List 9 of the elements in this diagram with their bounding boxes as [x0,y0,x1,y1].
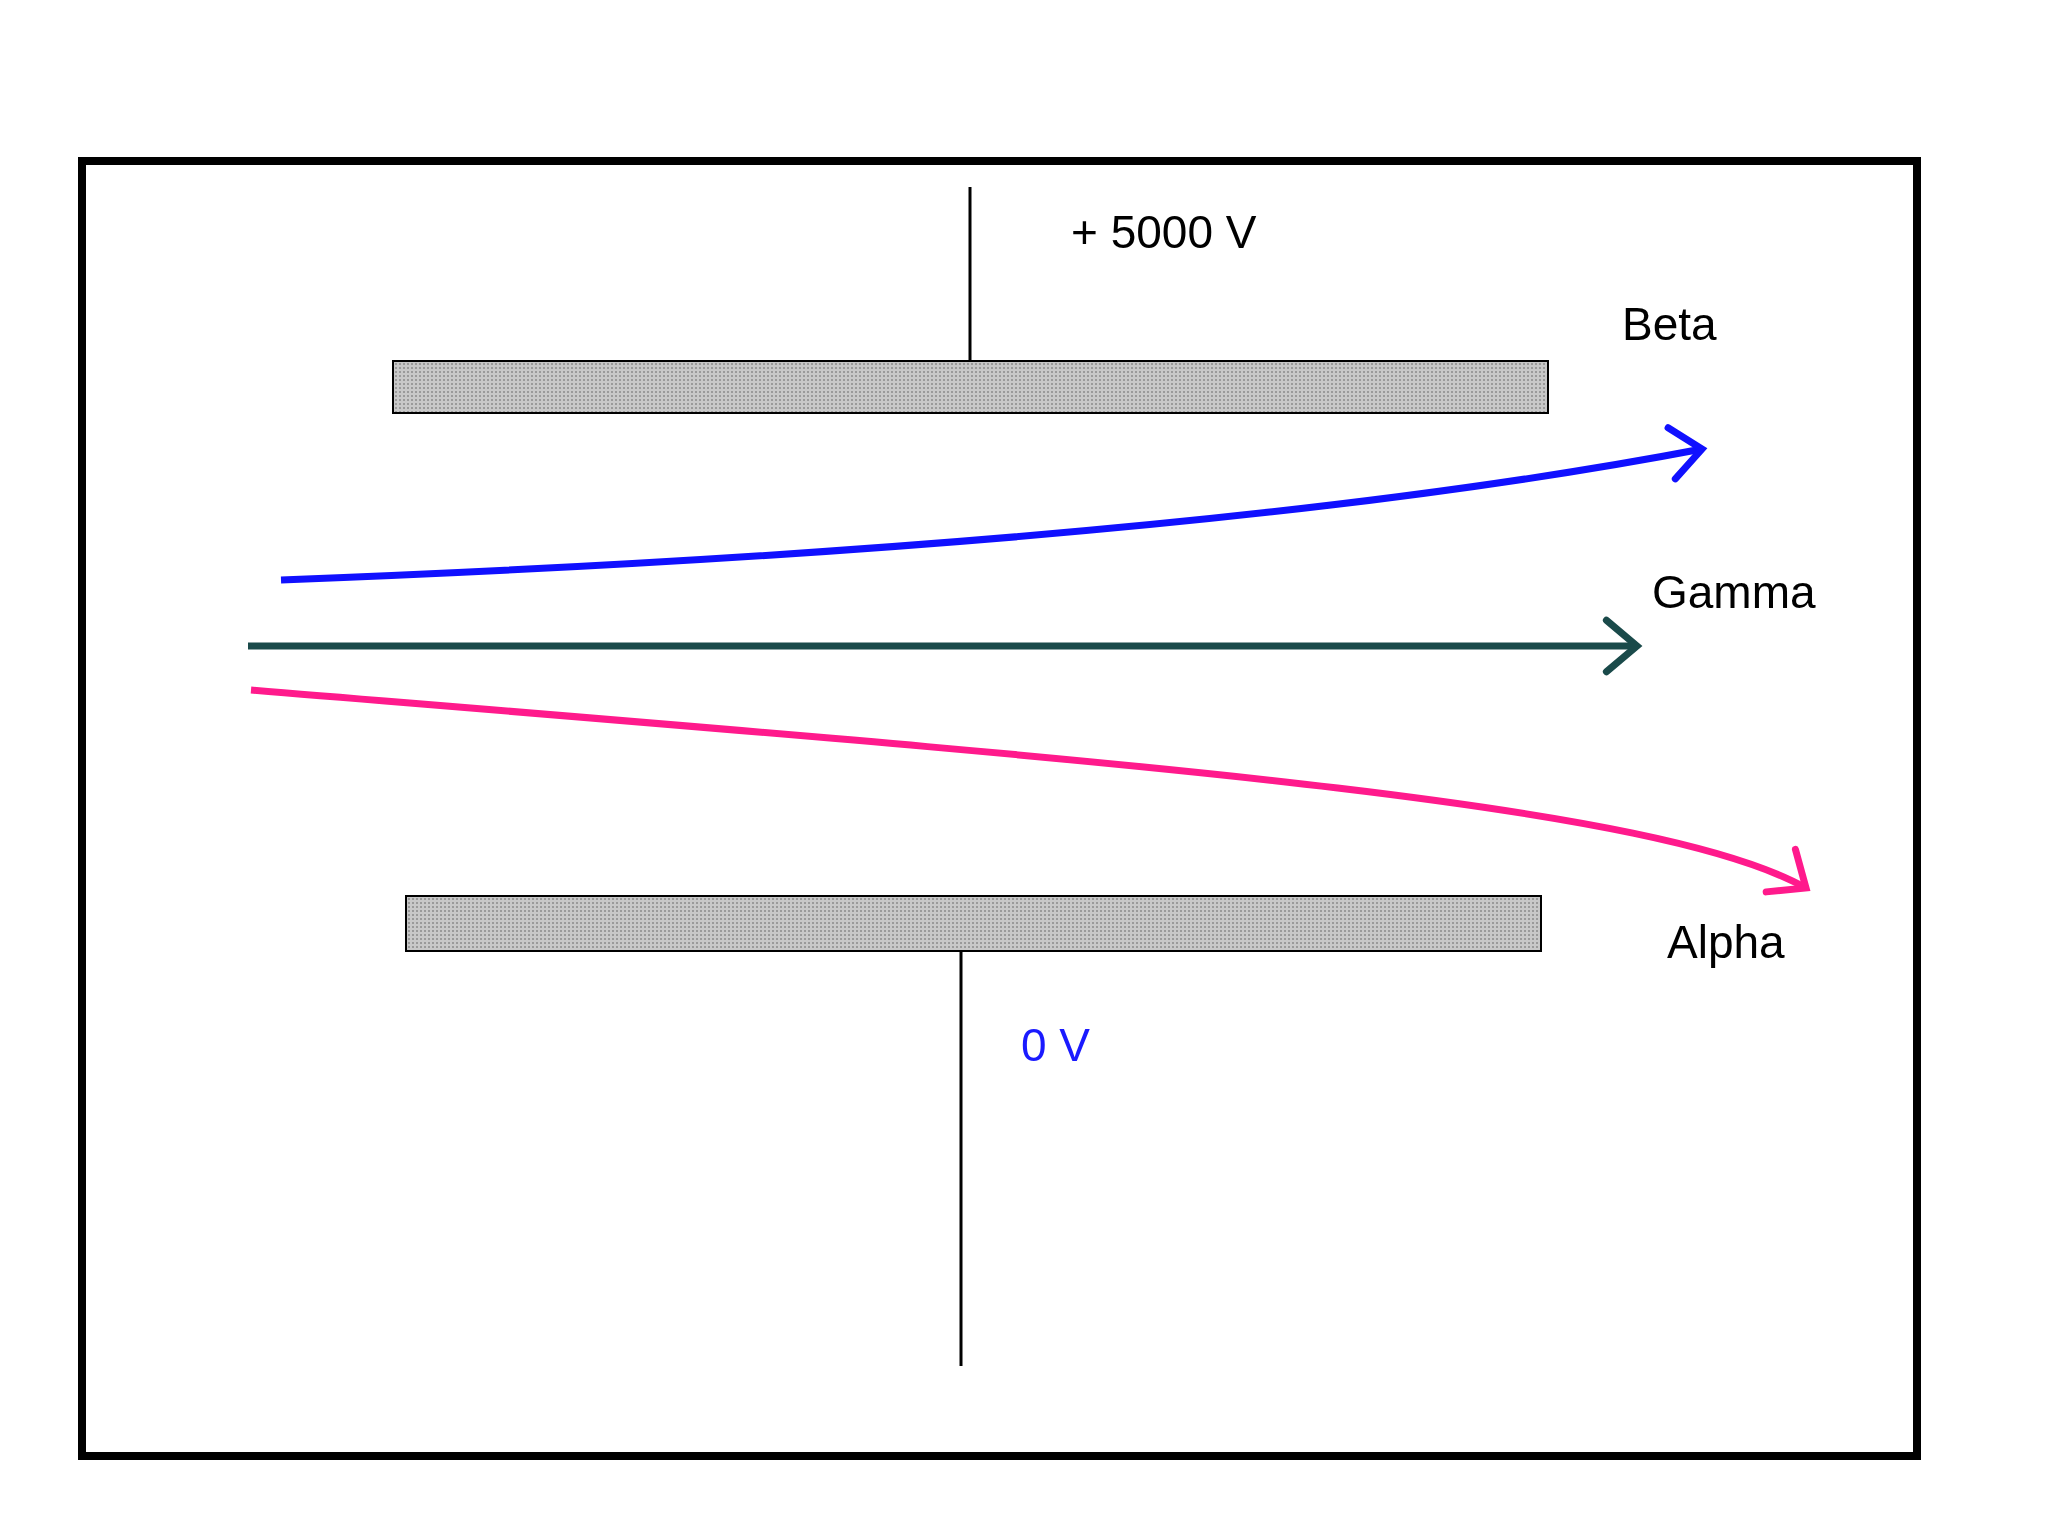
particle-label: Gamma [1652,565,1816,619]
voltage-label: 0 V [1021,1018,1091,1072]
particle-label: Beta [1622,297,1717,351]
particle-label: Alpha [1667,915,1785,969]
wire [959,952,963,1366]
voltage-label: + 5000 V [1071,205,1257,259]
metal-plate [405,895,1542,952]
metal-plate [392,360,1549,414]
wire [968,187,972,360]
